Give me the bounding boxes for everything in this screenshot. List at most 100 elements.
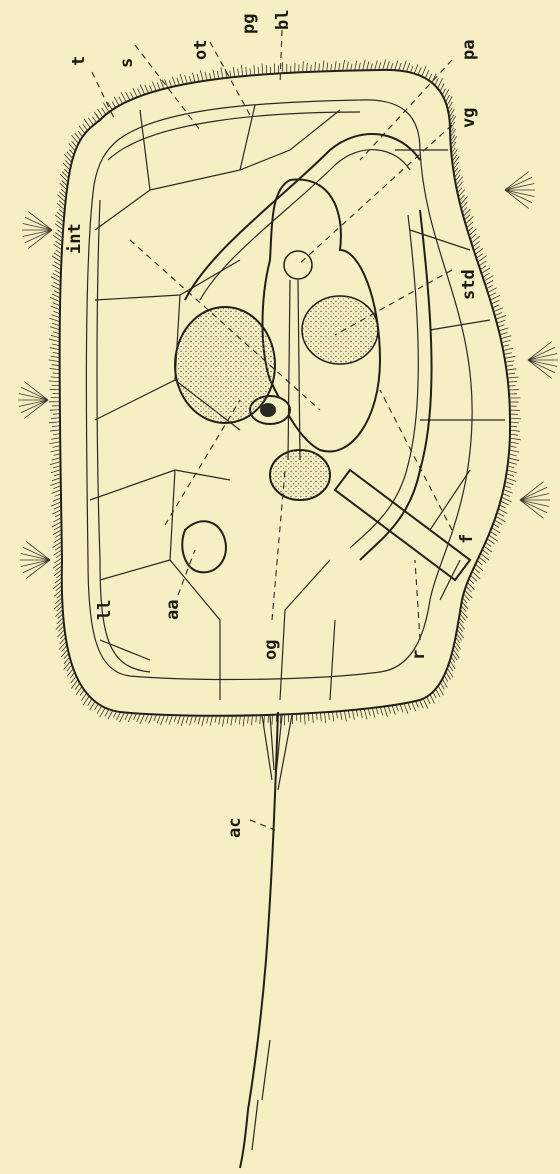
cilium	[54, 474, 61, 476]
cilium	[140, 84, 145, 94]
cilium	[311, 65, 312, 72]
cilium	[221, 68, 223, 79]
cilium	[508, 462, 517, 464]
cilium	[510, 442, 519, 444]
cilium	[456, 177, 463, 186]
cilium	[505, 361, 514, 363]
cilium	[250, 69, 251, 76]
cilium	[510, 434, 518, 435]
label-std: std	[459, 269, 479, 300]
cilium	[79, 126, 85, 134]
cilium	[509, 450, 519, 452]
cilium	[506, 474, 514, 477]
cilium	[207, 716, 209, 724]
cilium	[323, 60, 324, 71]
cilium	[51, 502, 61, 507]
cilium	[476, 254, 482, 259]
cilium	[332, 712, 334, 722]
cilium	[81, 693, 86, 700]
cilium	[95, 704, 99, 710]
cilium	[440, 83, 444, 91]
cilium	[54, 526, 61, 530]
cilium	[202, 716, 205, 727]
cilium	[494, 520, 502, 524]
cilium	[502, 340, 511, 342]
apical-cord-fibres	[252, 715, 292, 1150]
cilium	[254, 65, 255, 75]
cilium	[482, 550, 488, 555]
cilium	[266, 65, 267, 74]
cilium	[108, 711, 113, 720]
cilium	[197, 74, 199, 82]
cilium	[56, 241, 63, 246]
cilium	[150, 86, 153, 92]
cilium	[510, 430, 520, 431]
cilium	[185, 75, 188, 84]
cilium	[375, 60, 378, 70]
cilium	[52, 294, 60, 298]
cilium	[53, 434, 60, 435]
cilium	[480, 266, 486, 270]
cilium	[427, 697, 430, 704]
cilium	[340, 711, 342, 720]
cilium	[52, 490, 61, 494]
cilium	[54, 454, 61, 456]
cilium	[51, 418, 60, 419]
cilium	[50, 348, 60, 350]
cilium	[52, 458, 61, 460]
cilium	[307, 63, 308, 72]
cilium	[507, 470, 517, 473]
cilium	[508, 466, 515, 468]
cilium	[503, 348, 513, 350]
cilium	[88, 118, 93, 125]
cerebral-mass	[302, 296, 378, 364]
cilium	[53, 562, 62, 568]
cilium	[71, 676, 76, 683]
cilium	[251, 715, 252, 725]
cilium	[509, 454, 517, 456]
cilium	[157, 82, 160, 89]
cilium	[497, 320, 505, 323]
cilium	[246, 67, 247, 76]
cilium	[470, 575, 477, 581]
cilium	[495, 312, 502, 315]
cilium	[52, 478, 61, 481]
cilium	[339, 63, 340, 71]
cilium	[53, 373, 60, 374]
cilium	[503, 493, 510, 496]
cilium	[53, 530, 62, 535]
cilium	[52, 365, 60, 366]
cilium	[75, 683, 80, 689]
cilium	[88, 699, 92, 706]
cilium	[121, 92, 126, 102]
cilium	[436, 689, 440, 697]
cilium	[331, 64, 332, 71]
cilium	[49, 381, 60, 382]
cilium	[510, 418, 521, 419]
cilium	[387, 61, 390, 70]
cilium	[114, 97, 119, 106]
cilium	[496, 315, 506, 319]
cilium	[53, 273, 61, 277]
cilium	[489, 293, 496, 297]
cilium	[379, 62, 381, 70]
label-og: og	[261, 640, 281, 660]
cilium	[504, 486, 511, 489]
cilium	[446, 672, 451, 680]
cilium	[90, 702, 95, 710]
cilium	[83, 124, 88, 130]
cilium	[492, 528, 501, 533]
cilium	[80, 690, 84, 696]
cilium	[487, 285, 493, 288]
cilium	[53, 282, 60, 286]
cilium	[308, 713, 309, 721]
cilium	[113, 711, 116, 717]
cilium	[399, 63, 402, 71]
cilium	[368, 708, 370, 716]
cilium	[491, 300, 499, 304]
cilium	[51, 335, 60, 337]
cilium	[59, 641, 66, 649]
cilium	[53, 582, 62, 589]
cilium	[52, 344, 60, 346]
cilium	[233, 67, 235, 77]
